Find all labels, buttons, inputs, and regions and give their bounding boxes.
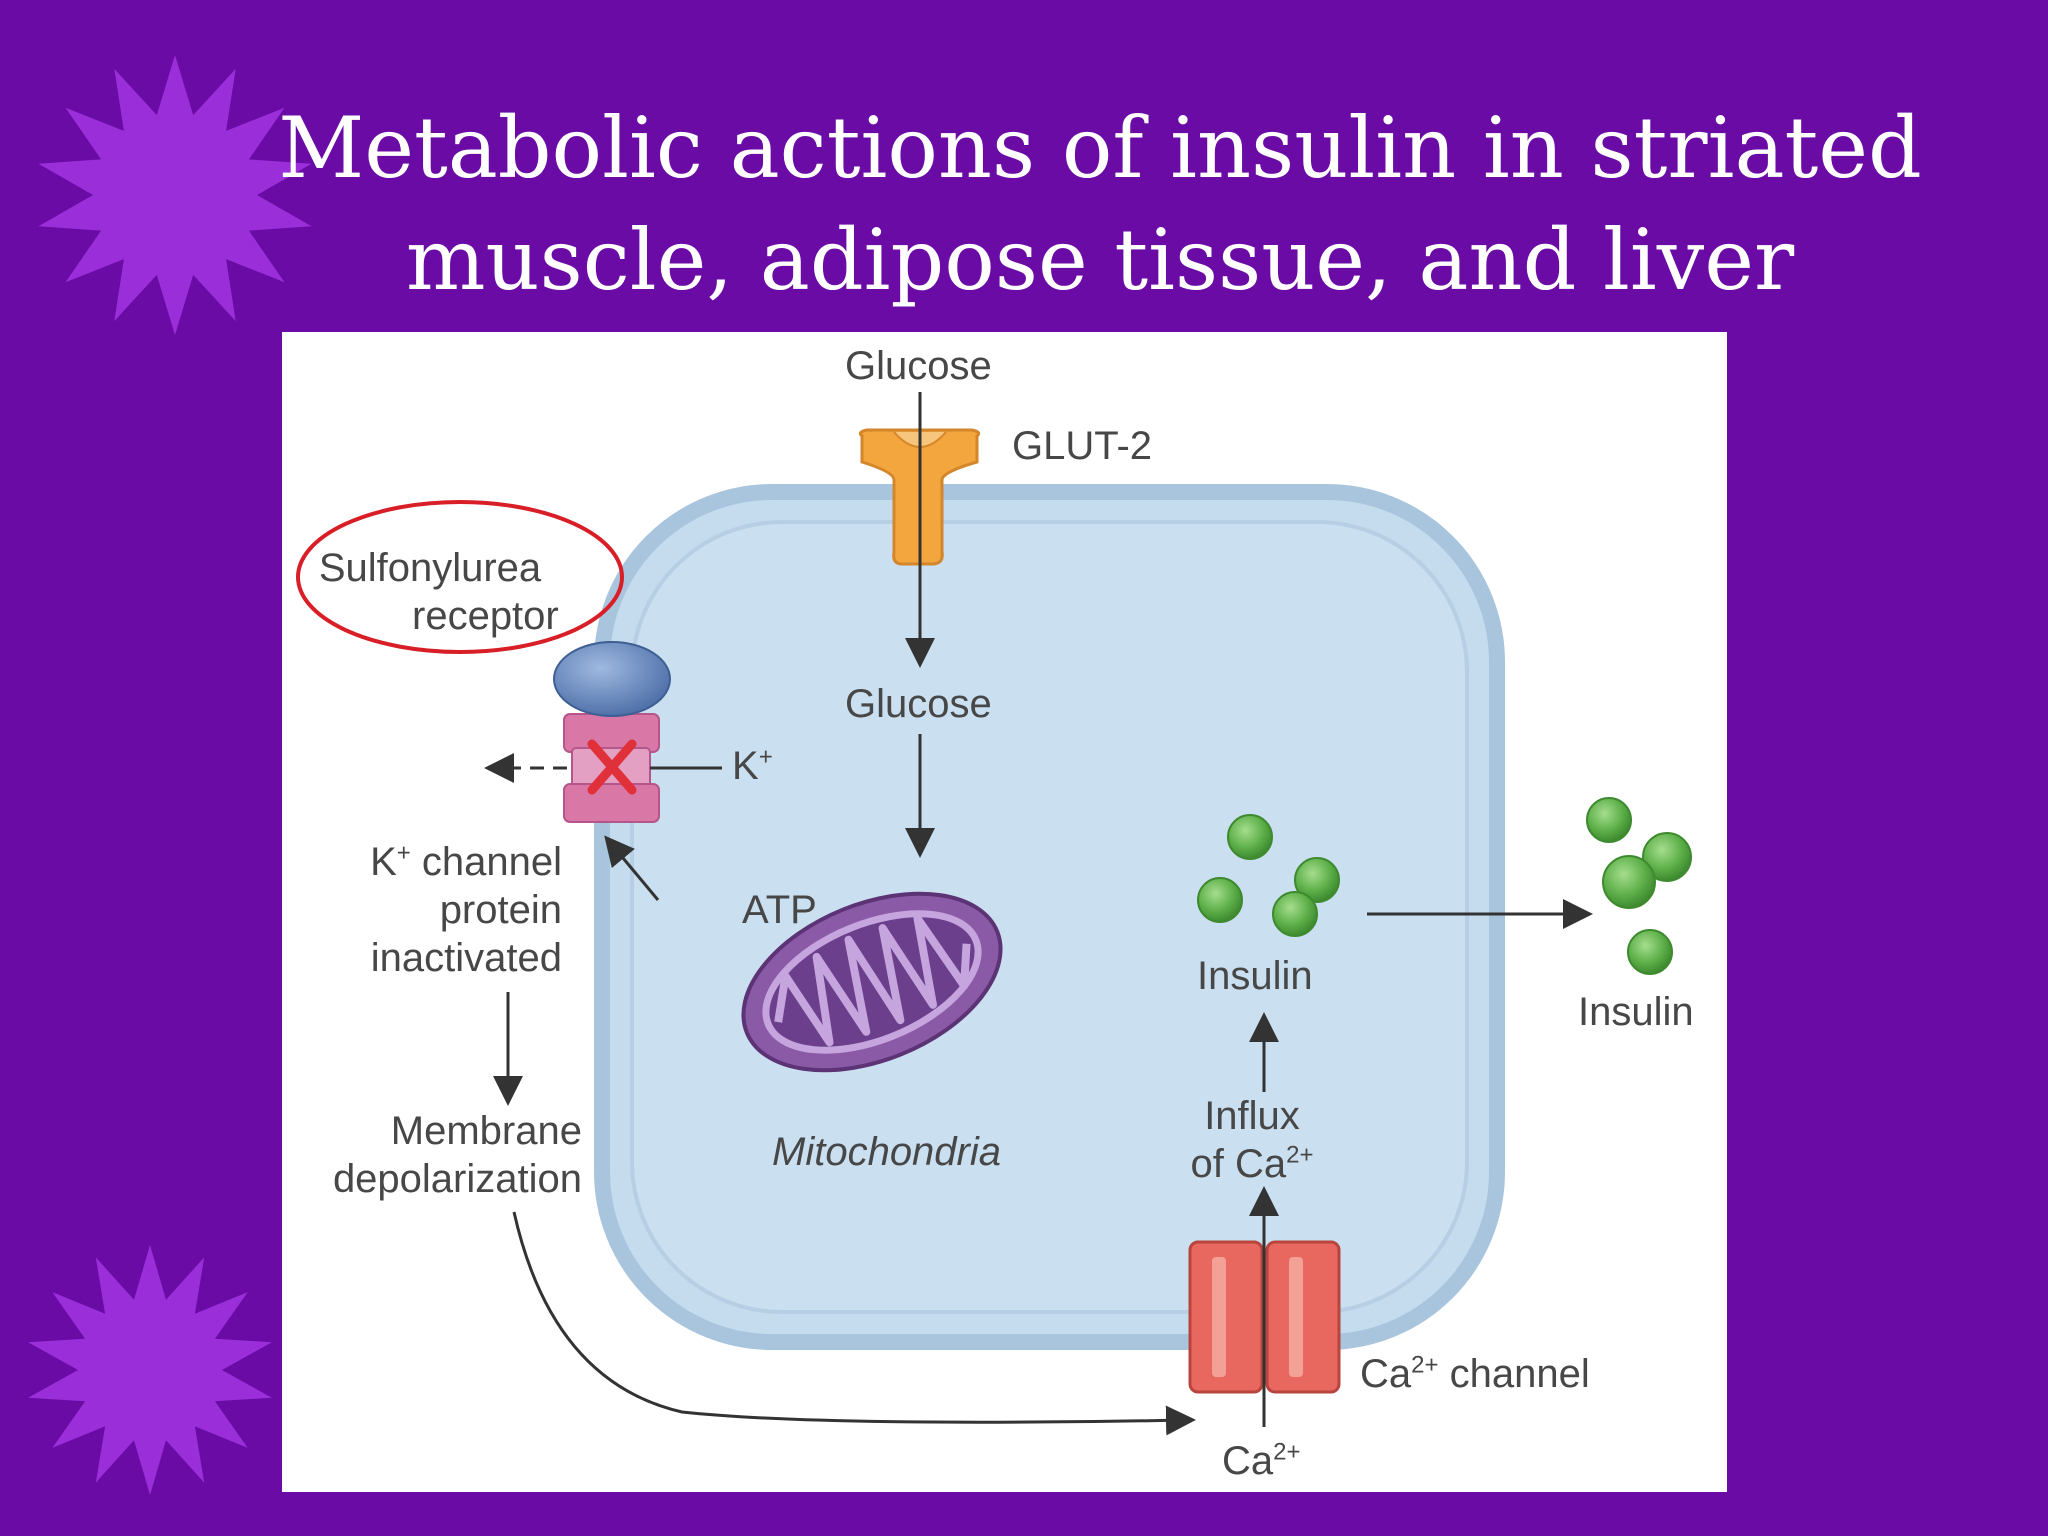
sulfonylurea-label-line2: receptor	[412, 594, 559, 638]
mitochondria-label-text: Mitochondria	[772, 1130, 1002, 1174]
ca-ion-charge: 2+	[1273, 1438, 1301, 1466]
glucose-inside-label: Glucose	[845, 682, 992, 726]
k-ion-charge: +	[758, 743, 773, 771]
insulin-granules-inside	[1197, 814, 1340, 937]
mitochondria-label: Mitochondria	[772, 1128, 1001, 1176]
slide-title: Metabolic actions of insulin in striated…	[250, 92, 1950, 316]
atp-label: ATP	[742, 888, 817, 932]
glucose-outside-label: Glucose	[845, 344, 992, 388]
membrane-line1: Membrane	[390, 1109, 582, 1153]
influx-of-ca: of Ca	[1190, 1142, 1287, 1186]
k-atp-channel	[563, 713, 660, 823]
k-channel-word: channel	[410, 840, 562, 884]
ca-channel-charge: 2+	[1411, 1351, 1439, 1379]
ca-channel-ca: Ca	[1360, 1352, 1412, 1396]
sulfonylurea-highlight-circle	[296, 500, 624, 654]
membrane-line2: depolarization	[332, 1157, 582, 1201]
diagram-canvas	[296, 392, 1692, 1436]
star-decoration-top	[38, 55, 312, 335]
ca-ion-symbol: Ca	[1222, 1439, 1274, 1483]
influx-ca-label: Influx of Ca2+	[1162, 1092, 1342, 1188]
depolarization-to-ca-channel-arrow	[512, 1211, 1196, 1436]
sulfonylurea-label-line1: Sulfonylurea	[318, 546, 542, 590]
insulin-inside-label: Insulin	[1197, 954, 1313, 998]
diagram-figure: Glucose GLUT-2 Glucose Sulfonylurea rece…	[282, 332, 1727, 1492]
sulfonylurea-receptor	[553, 641, 671, 717]
membrane-depolarization-label: Membrane depolarization	[282, 1107, 582, 1203]
mitochondria-organelle	[741, 891, 1003, 1073]
influx-line2: of Ca2+	[1162, 1140, 1342, 1188]
glut2-label: GLUT-2	[1012, 424, 1153, 468]
star-decoration-bottom	[28, 1245, 272, 1495]
ca-channel	[1188, 1240, 1341, 1394]
beta-cell-interior	[630, 520, 1469, 1314]
ca-channel-label: Ca2+ channel	[1360, 1350, 1590, 1398]
ca-ion-label: Ca2+	[1222, 1437, 1301, 1485]
atp-to-channel-arrow	[604, 835, 660, 901]
k-channel-line1: K+ channel	[322, 838, 562, 886]
k-channel-line2: protein	[439, 888, 562, 932]
influx-line1: Influx	[1204, 1094, 1300, 1138]
k-channel-k: K	[370, 840, 397, 884]
sulfonylurea-label: Sulfonylurea	[310, 544, 550, 592]
k-channel-label: K+ channel protein inactivated	[322, 838, 562, 982]
k-channel-line3: inactivated	[370, 936, 562, 980]
title-line-2: muscle, adipose tissue, and liver	[405, 211, 1795, 309]
title-line-1: Metabolic actions of insulin in striated	[278, 99, 1922, 197]
k-ion-label: K+	[732, 742, 773, 790]
influx-ca-charge: 2+	[1286, 1141, 1314, 1169]
k-ion-symbol: K	[732, 744, 759, 788]
insulin-granules-outside	[1586, 797, 1692, 975]
k-channel-charge: +	[396, 839, 411, 867]
ca-channel-word: channel	[1438, 1352, 1590, 1396]
insulin-outside-label: Insulin	[1578, 990, 1694, 1034]
channel-block-x-icon	[587, 739, 637, 795]
